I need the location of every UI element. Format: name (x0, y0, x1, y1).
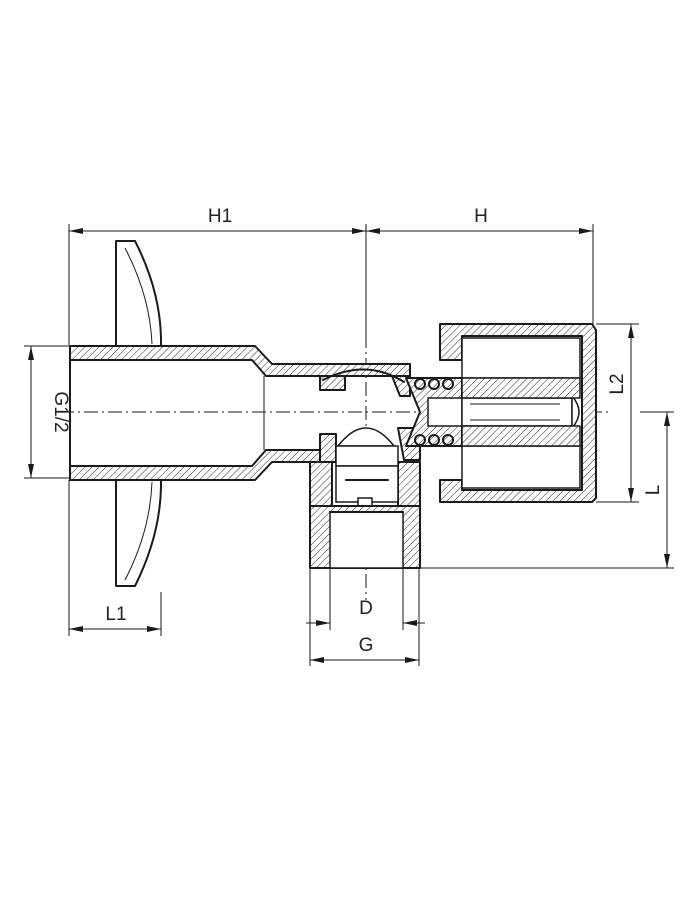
dimension-label-l: L (643, 485, 664, 496)
valve-body (319, 368, 421, 463)
dimension-label-g: G (359, 635, 374, 656)
dimension-l1: L1 (68, 480, 162, 636)
dimension-h: H (366, 206, 594, 325)
escutcheon-rosette (115, 240, 162, 587)
dimension-label-h: H (474, 206, 488, 227)
dimension-label-h1: H1 (208, 206, 232, 227)
dimension-g: G (310, 635, 419, 663)
outlet-fitting (309, 445, 421, 569)
dimension-label-d: D (359, 598, 373, 619)
dimension-l2: L2 (596, 323, 639, 503)
dimension-label-l1: L1 (105, 604, 126, 625)
dimension-label-l2: L2 (607, 373, 628, 394)
valve-handle (439, 323, 597, 503)
dimension-l: L (420, 411, 674, 569)
dimension-h1: H1 (68, 206, 367, 345)
dimension-d: D (306, 568, 425, 666)
